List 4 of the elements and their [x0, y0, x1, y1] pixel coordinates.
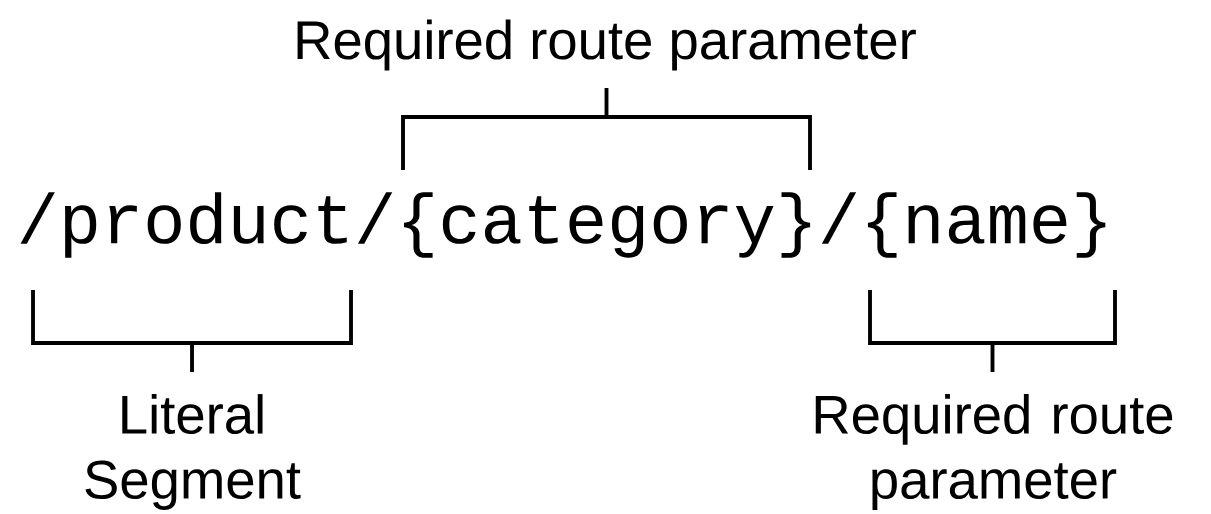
bracket-label: Required route parameter — [815, 394, 1173, 510]
bracket-label: Literal Segment — [85, 394, 301, 510]
route-template: /product/{category}/{name} — [20, 192, 1106, 258]
bracket-label: Required route parameter — [297, 19, 916, 71]
